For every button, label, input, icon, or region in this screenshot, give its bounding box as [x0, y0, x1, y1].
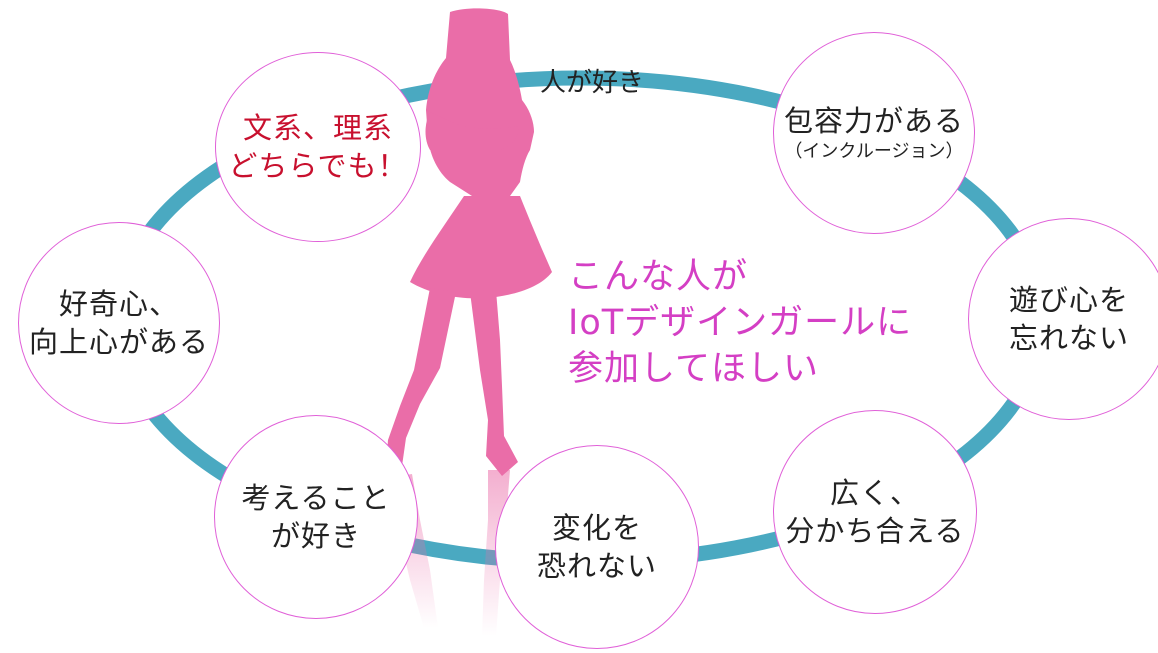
node-line: 文系、理系: [242, 110, 393, 145]
node-line: 好奇心、: [58, 286, 179, 321]
node-koukishin: 好奇心、 向上心がある: [18, 222, 220, 424]
node-line: どちらでも！: [228, 149, 408, 183]
node-line: 忘れない: [1008, 321, 1129, 355]
center-message-line: こんな人が: [568, 257, 749, 297]
ring-label: 人が好き: [540, 68, 645, 98]
node-bunkei-rikei: 文系、理系 どちらでも！: [215, 52, 421, 242]
node-line: が好き: [270, 519, 361, 553]
node-line: 変化を: [551, 510, 642, 545]
node-line: 分かち合える: [785, 514, 965, 548]
center-message: こんな人が IoTデザインガールに 参加してほしい: [568, 254, 912, 393]
node-asobigokoro: 遊び心を 忘れない: [968, 218, 1158, 420]
center-message-line: 参加してほしい: [568, 349, 819, 390]
node-houyouryoku: 包容力がある （インクルージョン）: [773, 32, 975, 234]
node-line: 向上心がある: [28, 325, 209, 359]
node-line: 遊び心を: [1008, 282, 1129, 317]
node-kangaeru: 考えること が好き: [214, 415, 418, 619]
node-wakachiau: 広く、 分かち合える: [773, 410, 977, 614]
node-line: （インクルージョン）: [784, 141, 964, 163]
node-line: 考えること: [241, 480, 391, 515]
node-henka: 変化を 恐れない: [495, 445, 699, 649]
node-line: 包容力がある: [783, 104, 964, 139]
node-line: 広く、: [829, 475, 920, 510]
woman-silhouette: [386, 8, 552, 476]
center-message-line: IoTデザインガールに: [568, 303, 913, 344]
node-line: 恐れない: [536, 549, 657, 583]
